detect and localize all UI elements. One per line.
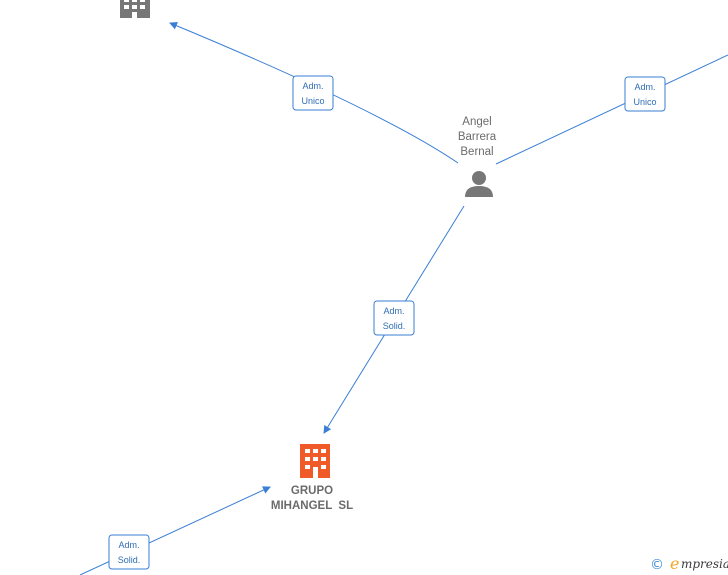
edge-label-person-to-company-top[interactable]: Adm. Unico <box>292 75 334 111</box>
building-icon <box>120 0 150 18</box>
person-icon <box>465 171 493 197</box>
edge-label-offscreen-to-company-main[interactable]: Adm. Solid. <box>108 534 150 570</box>
person-name-line: Angel <box>462 116 491 128</box>
copyright-symbol: © <box>650 557 664 573</box>
edge-label-person-to-company-main[interactable]: Adm. Solid. <box>373 300 415 336</box>
company-node-top[interactable] <box>120 0 150 18</box>
person-node[interactable]: Angel Barrera Bernal <box>458 116 497 197</box>
company-node-main[interactable]: GRUPO MIHANGEL SL <box>271 444 353 512</box>
edge-label-person-to-offscreen-right[interactable]: Adm. Unico <box>624 76 666 112</box>
edge-label-line: Unico <box>301 96 324 106</box>
brand-initial: e <box>670 554 679 573</box>
edge-label-line: Adm. <box>118 540 139 550</box>
brand-name: mpresia <box>681 557 728 571</box>
company-name-line: MIHANGEL SL <box>271 500 353 512</box>
person-name-line: Bernal <box>460 146 493 158</box>
edge-label-line: Adm. <box>383 306 404 316</box>
edge-label-line: Solid. <box>383 321 406 331</box>
edge-label-line: Adm. <box>302 81 323 91</box>
edge-label-line: Solid. <box>118 555 141 565</box>
building-icon <box>300 444 330 478</box>
edge-label-line: Unico <box>633 97 656 107</box>
person-name-line: Barrera <box>458 131 497 143</box>
edge-person-to-company-top[interactable] <box>169 21 459 164</box>
edge-person-to-offscreen-right[interactable] <box>495 54 728 165</box>
brand-watermark[interactable]: © e mpresia <box>650 554 728 573</box>
edge-label-line: Adm. <box>634 82 655 92</box>
company-name-line: GRUPO <box>291 485 333 497</box>
